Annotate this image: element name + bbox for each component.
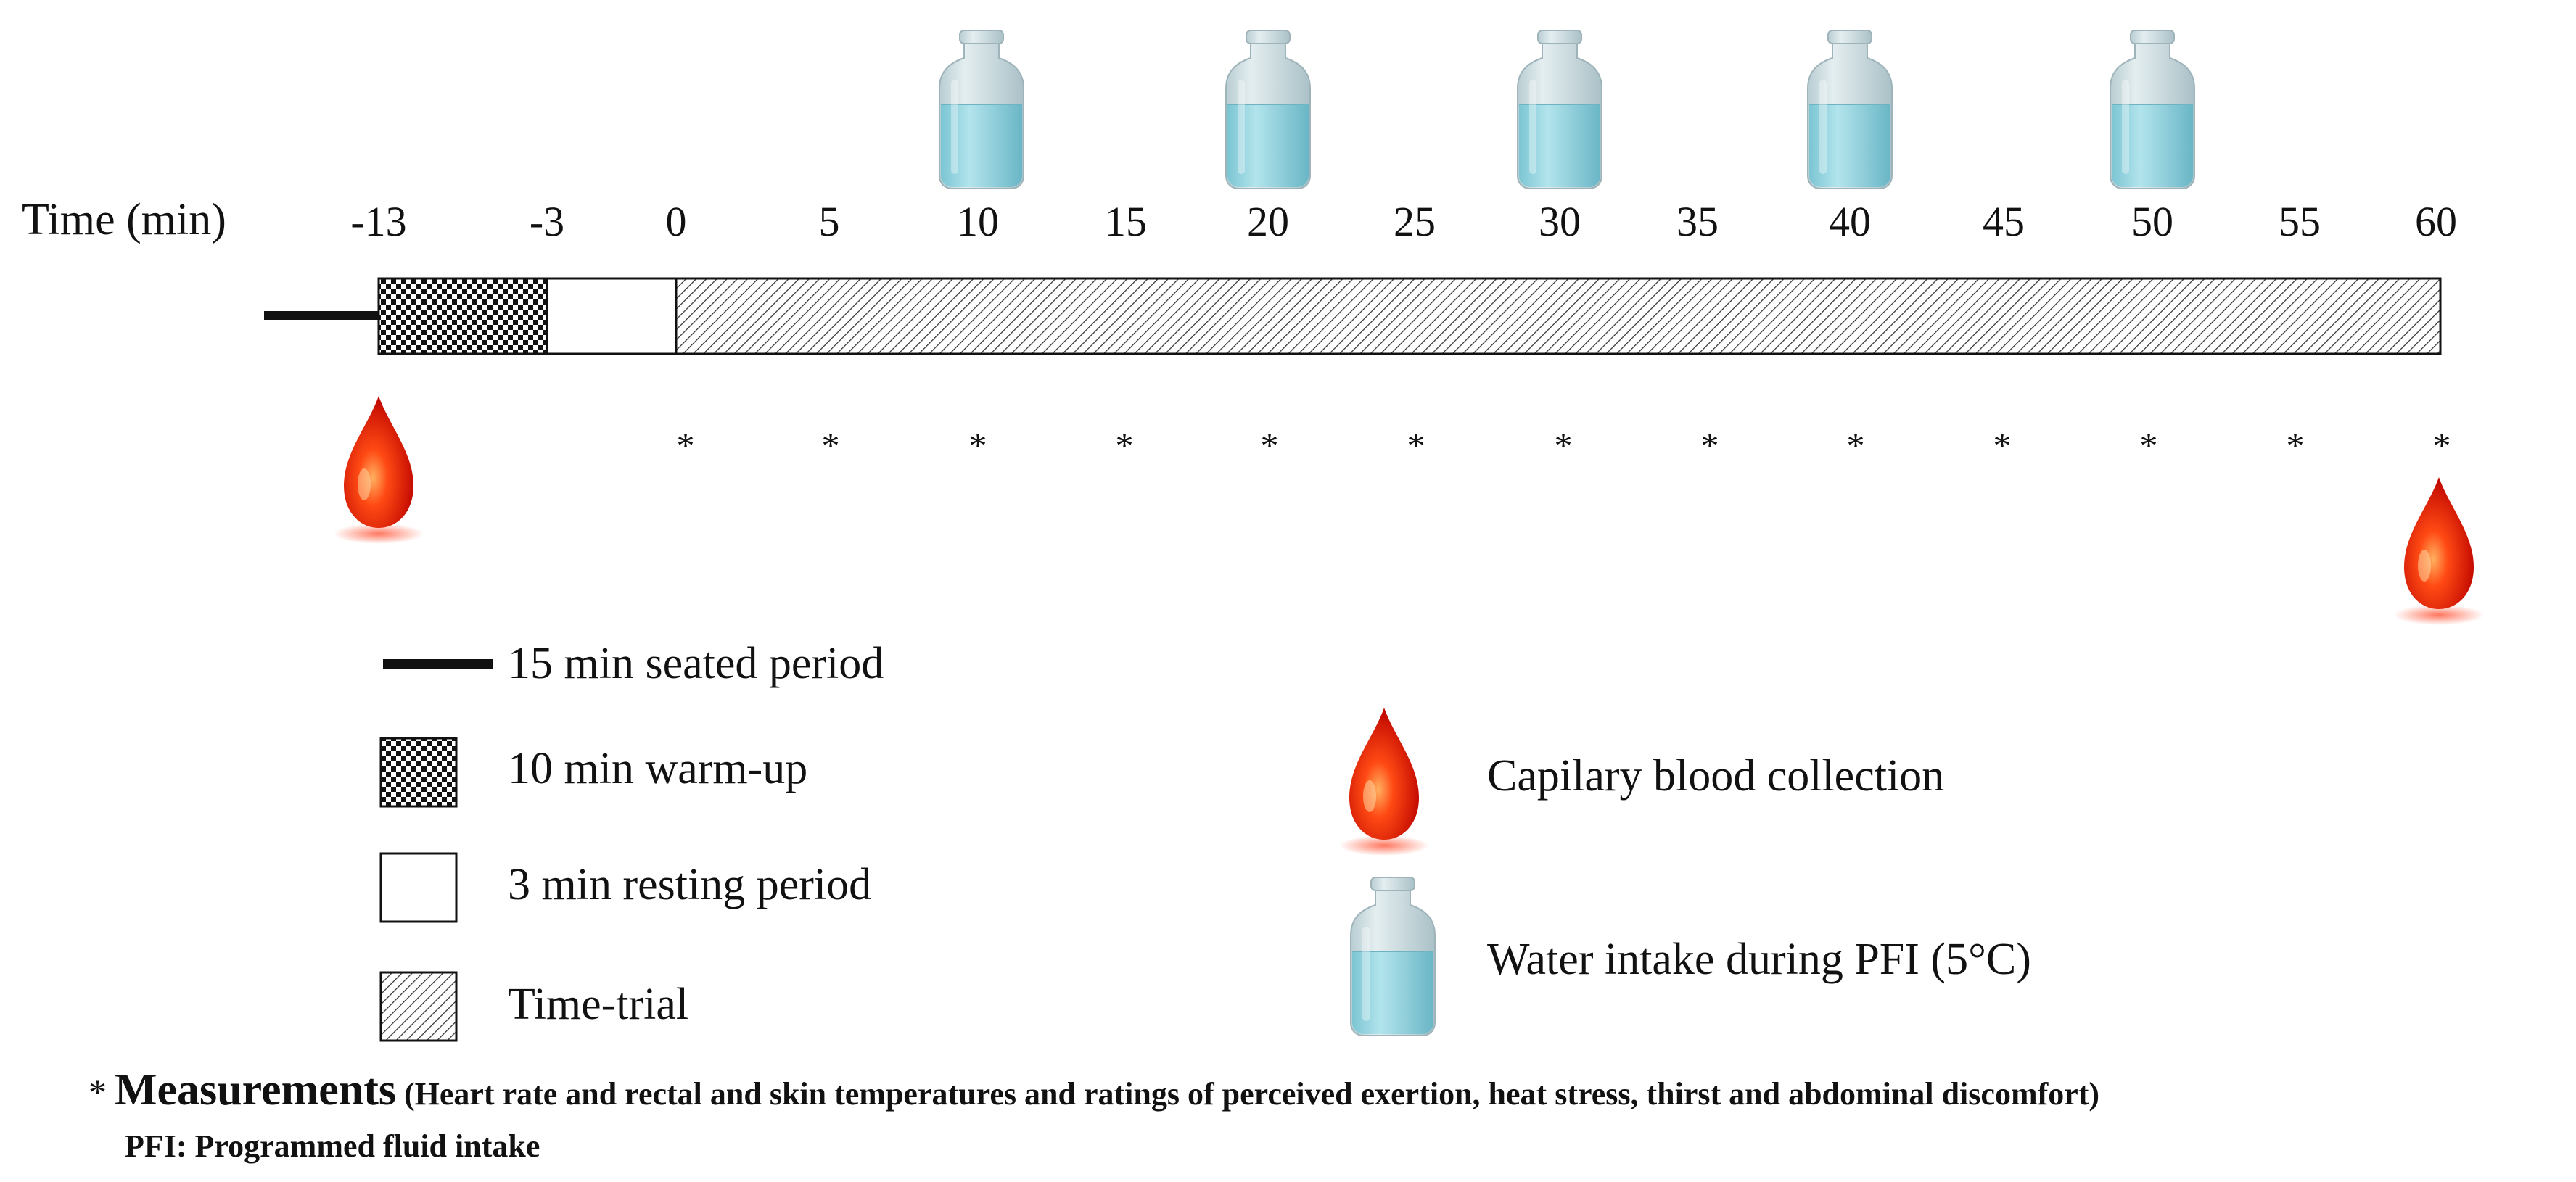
legend-warmup-swatch (379, 737, 458, 808)
legend-timetrial-label: Time-trial (508, 980, 689, 1029)
tick-label: 40 (1829, 198, 1871, 245)
timetrial-segment (675, 277, 2442, 355)
tick-label: 10 (957, 198, 999, 245)
water-bottle-icon (1225, 30, 1311, 189)
tick-label: 30 (1539, 198, 1581, 245)
measurement-marker: * (1260, 425, 1279, 466)
water-bottle-icon (1807, 30, 1893, 189)
tick-label: 15 (1105, 198, 1147, 245)
footnote-detail: (Heart rate and rectal and skin temperat… (403, 1076, 2100, 1112)
measurement-marker: * (676, 425, 695, 466)
tick-label: 50 (2131, 198, 2173, 245)
legend-blood-label: Capilary blood collection (1487, 751, 1945, 801)
measurement-marker: * (2286, 425, 2305, 466)
tick-label: 0 (665, 198, 687, 245)
blood-drop-icon (2394, 477, 2484, 625)
legend-resting-swatch (379, 852, 458, 923)
tick-label: 5 (818, 198, 840, 245)
measurement-marker: * (1407, 425, 1425, 466)
measurement-marker: * (1115, 425, 1134, 466)
measurement-marker: * (2139, 425, 2158, 466)
tick-label: -3 (529, 198, 565, 245)
resting-segment (546, 277, 678, 355)
tick-label: 55 (2279, 198, 2321, 245)
warmup-segment (377, 277, 548, 355)
legend-timetrial-swatch (379, 971, 458, 1042)
pfi-footnote: PFI: Programmed fluid intake (125, 1128, 540, 1164)
tick-label: -13 (350, 198, 407, 245)
legend-water-label: Water intake during PFI (5°C) (1487, 935, 2031, 984)
tick-label: 35 (1676, 198, 1719, 245)
legend-seated-label: 15 min seated period (508, 639, 884, 688)
footnote-title: Measurements (115, 1065, 396, 1115)
legend-resting-label: 3 min resting period (508, 860, 872, 909)
measurement-marker: * (1554, 425, 1573, 466)
measurement-marker: * (1846, 425, 1865, 466)
legend-blood-drop-icon (1339, 708, 1429, 856)
water-bottle-icon (1517, 30, 1602, 189)
blood-drop-icon (334, 396, 424, 544)
measurement-marker: * (1700, 425, 1719, 466)
measurement-marker: * (968, 425, 987, 466)
legend-water-bottle-icon (1350, 877, 1436, 1036)
measurement-marker: * (821, 425, 840, 466)
tick-label: 20 (1247, 198, 1289, 245)
measurement-marker: * (1993, 425, 2012, 466)
measurements-footnote: * Measurements (Heart rate and rectal an… (89, 1065, 2099, 1116)
legend-warmup-label: 10 min warm-up (508, 744, 808, 793)
tick-label: 60 (2415, 198, 2457, 245)
time-axis-label: Time (min) (22, 195, 226, 244)
measurement-marker: * (2432, 425, 2451, 466)
tick-label: 25 (1394, 198, 1436, 245)
tick-label: 45 (1983, 198, 2025, 245)
footnote-asterisk: * (89, 1072, 107, 1112)
water-bottle-icon (2110, 30, 2195, 189)
water-bottle-icon (939, 30, 1024, 189)
